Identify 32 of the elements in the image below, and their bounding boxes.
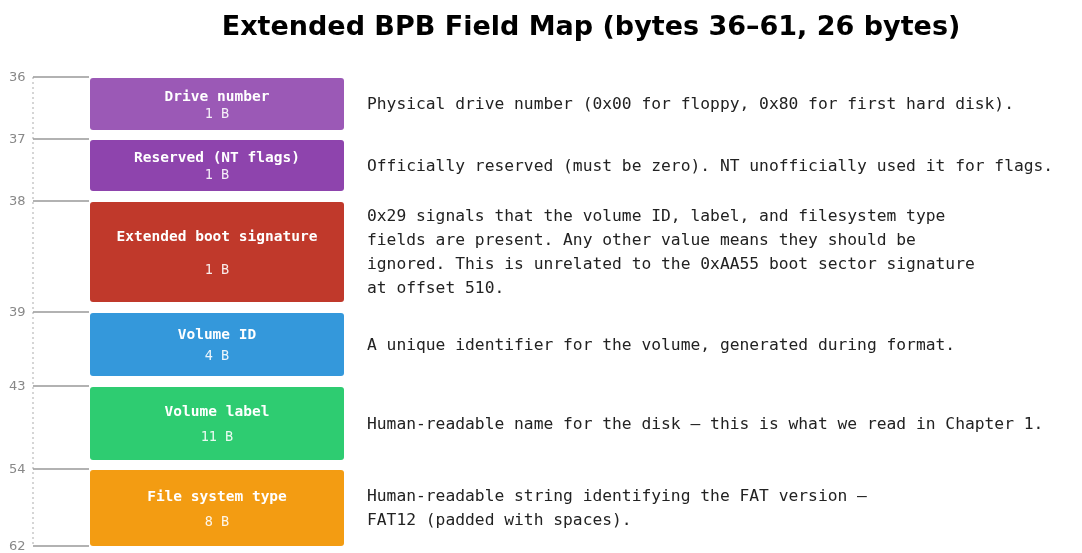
offset-label: 43 (9, 379, 26, 392)
offset-label: 36 (9, 70, 26, 83)
offset-label: 37 (9, 132, 26, 145)
field-description: Human-readable string identifying the FAT version — FAT12 (padded with spaces). (367, 485, 868, 531)
field-box (90, 313, 344, 376)
field-name: File system type (147, 486, 287, 505)
field-name: Reserved (NT flags) (134, 148, 300, 167)
field-box (90, 140, 344, 191)
offset-label: 62 (9, 539, 26, 552)
offset-label: 54 (9, 462, 26, 475)
offset-label: 38 (9, 194, 26, 207)
offset-label: 39 (9, 305, 26, 318)
field-size: 8 B (204, 512, 230, 530)
field-size: 1 B (204, 166, 230, 183)
title: Extended BPB Field Map (bytes 36–61, 26 bytes) (220, 9, 962, 43)
field-name: Volume label (164, 402, 270, 421)
field-box (90, 387, 344, 460)
field-box (90, 470, 344, 546)
field-description: 0x29 signals that the volume ID, label, and filesystem type fields are present. Any other value means they should be ignored. This is unrelated to the 0xAA55 boot sector signature at offset 510. (367, 205, 976, 299)
field-description: A unique identifier for the volume, generated during format. (367, 333, 956, 356)
field-size: 1 B (204, 104, 230, 122)
field-name: Volume ID (177, 325, 257, 344)
field-description: Physical drive number (0x00 for floppy, 0x80 for first hard disk). (367, 93, 1014, 115)
field-name: Drive number (164, 86, 270, 105)
field-description: Officially reserved (must be zero). NT unofficially used it for flags. (367, 154, 1054, 177)
field-description: Human-readable name for the disk — this is what we read in Chapter 1. (367, 412, 1044, 435)
field-size: 4 B (204, 347, 230, 364)
field-size: 1 B (204, 260, 230, 278)
field-name: Extended boot signature (116, 226, 318, 245)
field-box (90, 202, 344, 302)
field-box (90, 78, 344, 130)
field-size: 11 B (200, 428, 234, 445)
